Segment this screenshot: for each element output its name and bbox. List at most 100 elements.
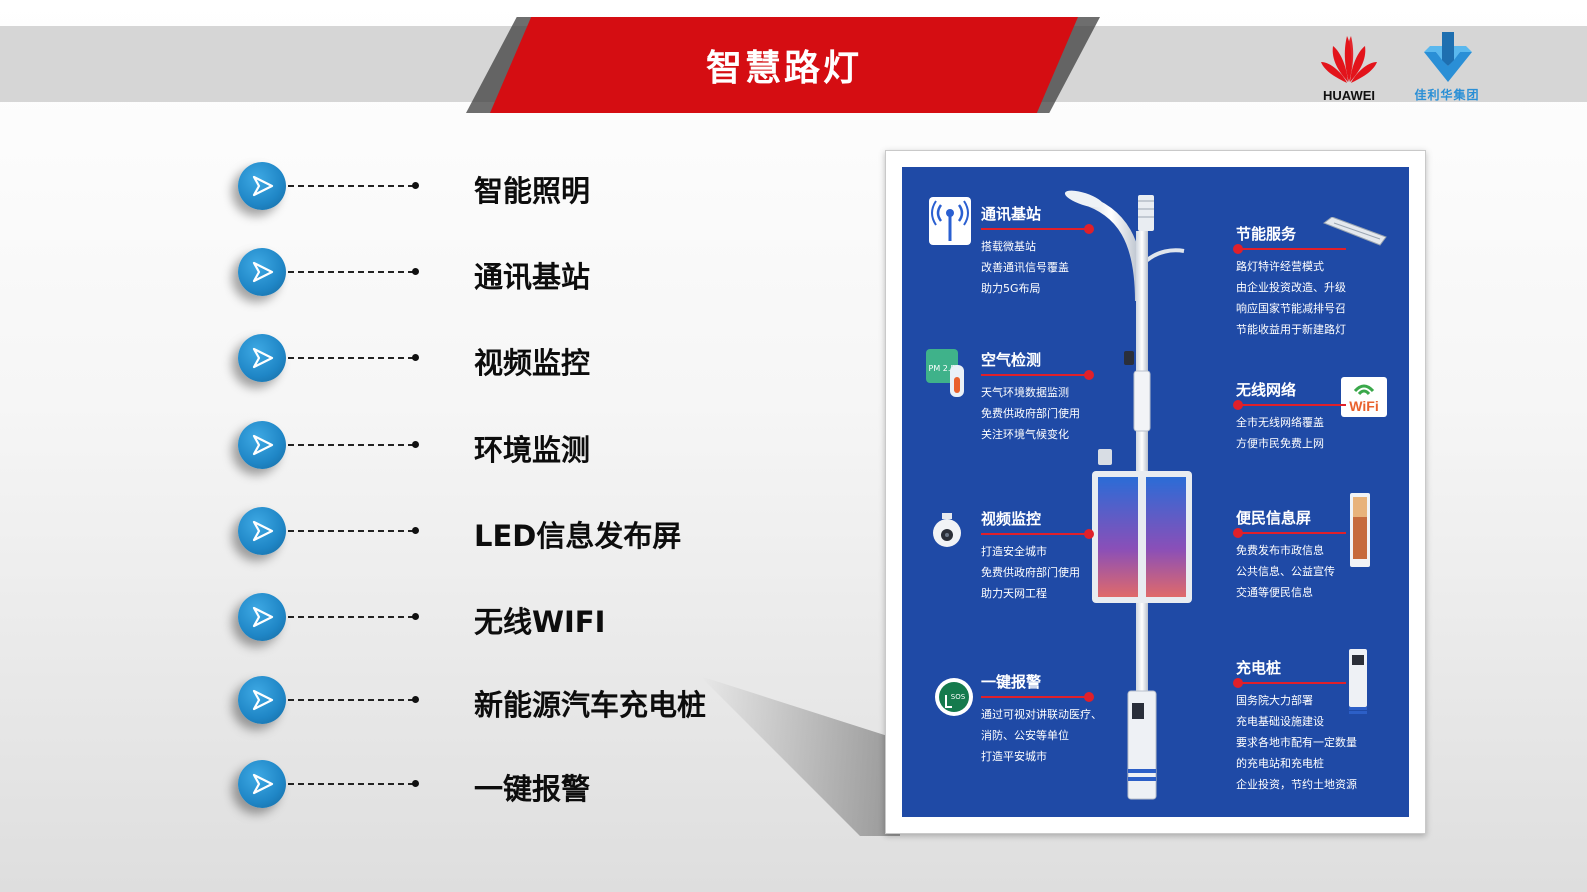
- streetlight-pole-icon: [1064, 190, 1192, 800]
- red-connector-line: [981, 692, 1094, 702]
- connector-dot: [412, 354, 419, 361]
- huawei-logo-text: HUAWEI: [1323, 88, 1375, 103]
- feature-item: LED信息发布屏: [0, 501, 760, 561]
- red-connector-line: [981, 529, 1094, 539]
- info-line: 通过可视对讲联动医疗、: [981, 708, 1102, 721]
- info-line: 助力5G布局: [981, 282, 1041, 295]
- dashed-connector: [288, 185, 414, 187]
- info-line: 免费发布市政信息: [1236, 544, 1324, 557]
- info-energy-service: 节能服务 路灯特许经营模式 由企业投资改造、升级 响应国家节能减排号召 节能收益…: [1233, 223, 1346, 340]
- info-line: 免费供政府部门使用: [981, 566, 1080, 579]
- jialihua-logo-text: 佳利华集团: [1414, 88, 1480, 102]
- info-title: 空气检测: [981, 351, 1042, 369]
- info-line: 国务院大力部署: [1236, 694, 1313, 707]
- info-line: 的充电站和充电桩: [1236, 757, 1324, 770]
- info-title: 便民信息屏: [1236, 509, 1312, 527]
- arrow-bullet-icon: [238, 248, 286, 296]
- huawei-logo: HUAWEI: [1314, 32, 1384, 104]
- connector-dot: [412, 268, 419, 275]
- arrow-bullet-icon: [238, 760, 286, 808]
- info-video-surveillance: 视频监控 打造安全城市 免费供政府部门使用 助力天网工程: [981, 508, 1094, 604]
- info-wireless-network: 无线网络 全市无线网络覆盖 方便市民免费上网: [1233, 379, 1346, 454]
- feature-item: 环境监测: [0, 415, 760, 475]
- info-line: 全市无线网络覆盖: [1236, 416, 1324, 429]
- info-one-key-alarm: 一键报警 通过可视对讲联动医疗、 消防、公安等单位 打造平安城市: [981, 671, 1102, 767]
- info-title: 一键报警: [981, 673, 1042, 691]
- connector-dot: [412, 696, 419, 703]
- red-connector-line: [1233, 678, 1346, 688]
- feature-item: 无线WIFI: [0, 587, 760, 647]
- red-connector-line: [1233, 244, 1346, 254]
- feature-label: 通讯基站: [474, 260, 591, 294]
- antenna-icon: [929, 197, 971, 249]
- info-line: 响应国家节能减排号召: [1236, 302, 1346, 315]
- feature-label: 智能照明: [474, 174, 591, 208]
- info-line: 搭载微基站: [981, 240, 1036, 253]
- connector-dot: [412, 182, 419, 189]
- info-title: 无线网络: [1236, 381, 1297, 399]
- dashed-connector: [288, 271, 414, 273]
- arrow-bullet-icon: [238, 162, 286, 210]
- page-title: 智慧路灯: [705, 48, 862, 89]
- info-line: 路灯特许经营模式: [1236, 260, 1324, 273]
- red-connector-line: [981, 224, 1094, 234]
- wifi-icon-text: WiFi: [1349, 398, 1378, 414]
- arrow-bullet-icon: [238, 507, 286, 555]
- info-line: 要求各地市配有一定数量: [1236, 736, 1357, 749]
- feature-label: 无线WIFI: [474, 605, 606, 639]
- red-connector-line: [1233, 528, 1346, 538]
- sos-alarm-icon: SOS: [934, 677, 974, 721]
- info-charging-pile: 充电桩 国务院大力部署 充电基础设施建设 要求各地市配有一定数量 的充电站和充电…: [1233, 657, 1357, 795]
- wifi-icon: WiFi: [1341, 377, 1387, 421]
- feature-item: 通讯基站: [0, 242, 760, 302]
- feature-label: 环境监测: [474, 433, 591, 467]
- info-line: 打造安全城市: [981, 545, 1047, 558]
- dashed-connector: [288, 783, 414, 785]
- jialihua-logo: 佳利华集团: [1404, 30, 1490, 104]
- connector-dot: [412, 780, 419, 787]
- info-line: 助力天网工程: [981, 587, 1047, 600]
- red-connector-line: [1233, 400, 1346, 410]
- info-line: 方便市民免费上网: [1236, 437, 1324, 450]
- feature-label: 视频监控: [474, 346, 591, 380]
- info-air-monitoring: 空气检测 天气环境数据监测 免费供政府部门使用 关注环境气候变化: [981, 349, 1094, 445]
- info-line: 公共信息、公益宣传: [1236, 565, 1335, 578]
- info-line: 充电基础设施建设: [1236, 715, 1324, 728]
- dashed-connector: [288, 616, 414, 618]
- dashed-connector: [288, 699, 414, 701]
- title-banner: 智慧路灯: [490, 17, 1078, 113]
- info-title: 视频监控: [981, 510, 1042, 528]
- feature-item: 新能源汽车充电桩: [0, 670, 760, 730]
- feature-label: LED信息发布屏: [474, 519, 682, 553]
- arrow-bullet-icon: [238, 676, 286, 724]
- smart-streetlight-poster: 通讯基站 搭载微基站 改善通讯信号覆盖 助力5G布局 PM 2.5 空气检测 天…: [885, 150, 1426, 834]
- arrow-bullet-icon: [238, 593, 286, 641]
- info-line: 关注环境气候变化: [981, 428, 1069, 441]
- dashed-connector: [288, 444, 414, 446]
- info-line: 企业投资，节约土地资源: [1236, 778, 1357, 791]
- huawei-petals-icon: [1321, 36, 1377, 83]
- led-lamp-head-icon: [1322, 216, 1388, 251]
- arrow-bullet-icon: [238, 334, 286, 382]
- info-line: 节能收益用于新建路灯: [1236, 323, 1346, 336]
- info-comm-station: 通讯基站 搭载微基站 改善通讯信号覆盖 助力5G布局: [981, 203, 1094, 299]
- info-line: 打造平安城市: [981, 750, 1047, 763]
- info-public-screen: 便民信息屏 免费发布市政信息 公共信息、公益宣传 交通等便民信息: [1233, 507, 1346, 603]
- poster-panel: 通讯基站 搭载微基站 改善通讯信号覆盖 助力5G布局 PM 2.5 空气检测 天…: [902, 167, 1409, 817]
- jialihua-emblem-icon: [1424, 32, 1472, 82]
- feature-item: 智能照明: [0, 156, 760, 216]
- info-line: 天气环境数据监测: [981, 386, 1069, 399]
- info-title: 充电桩: [1236, 659, 1282, 677]
- info-line: 免费供政府部门使用: [981, 407, 1080, 420]
- info-screen-icon: [1350, 493, 1370, 571]
- info-line: 交通等便民信息: [1236, 586, 1313, 599]
- feature-label: 新能源汽车充电桩: [474, 688, 707, 722]
- info-line: 改善通讯信号覆盖: [981, 261, 1069, 274]
- info-title: 通讯基站: [981, 205, 1042, 223]
- info-line: 由企业投资改造、升级: [1236, 281, 1346, 294]
- dashed-connector: [288, 357, 414, 359]
- charging-pile-icon: [1349, 649, 1367, 719]
- connector-dot: [412, 613, 419, 620]
- feature-label: 一键报警: [474, 772, 591, 806]
- feature-item: 视频监控: [0, 328, 760, 388]
